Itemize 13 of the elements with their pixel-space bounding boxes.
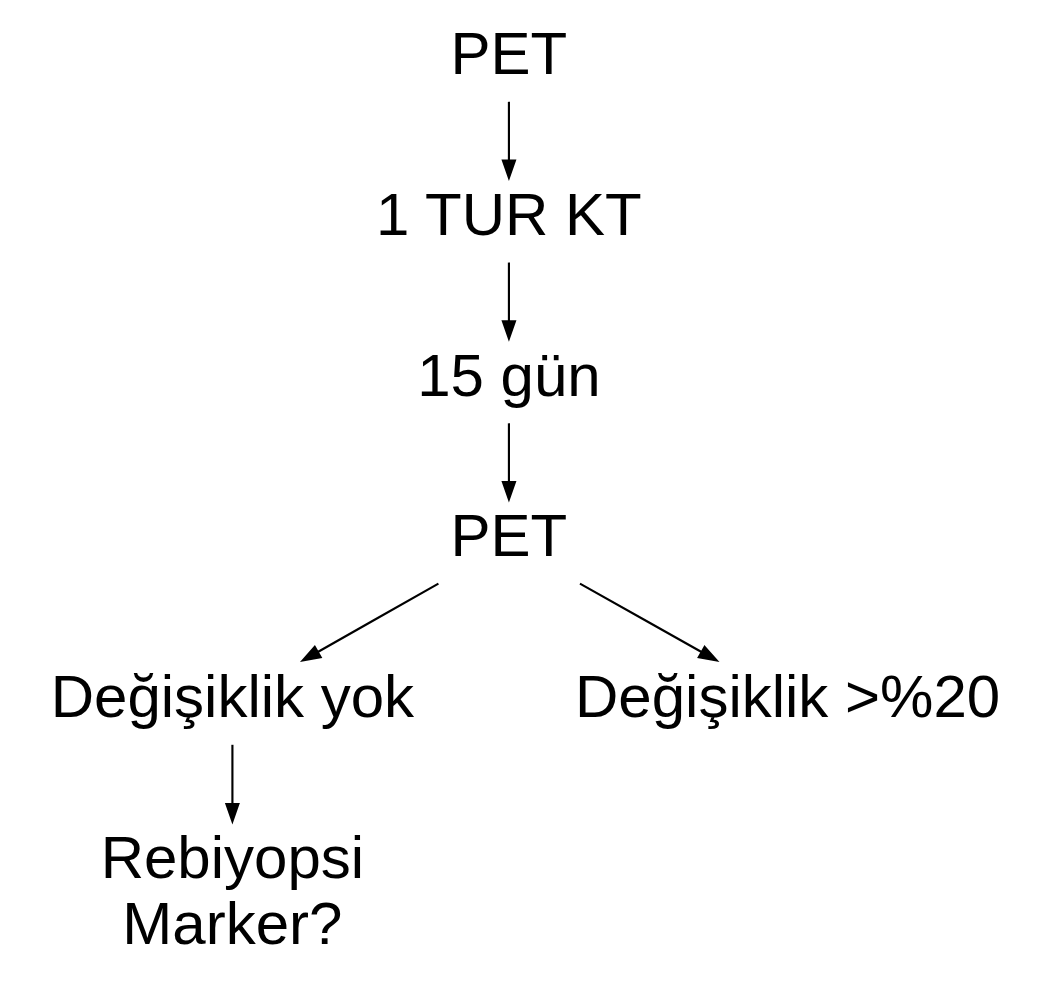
node-text: Değişiklik >%20 bbox=[574, 662, 1001, 730]
arrow bbox=[501, 262, 517, 342]
arrow bbox=[224, 744, 240, 824]
arrow bbox=[501, 101, 517, 181]
node-text: 1 TUR KT bbox=[376, 180, 642, 248]
arrow bbox=[299, 582, 439, 662]
node-text: PET bbox=[450, 501, 568, 569]
arrow bbox=[501, 422, 517, 503]
node-text: Rebiyopsi Marker? bbox=[100, 823, 365, 957]
node-text: Değişiklik yok bbox=[50, 662, 415, 730]
node-text: 15 gün bbox=[417, 341, 601, 409]
arrow bbox=[579, 582, 720, 662]
node-text: PET bbox=[450, 19, 568, 87]
